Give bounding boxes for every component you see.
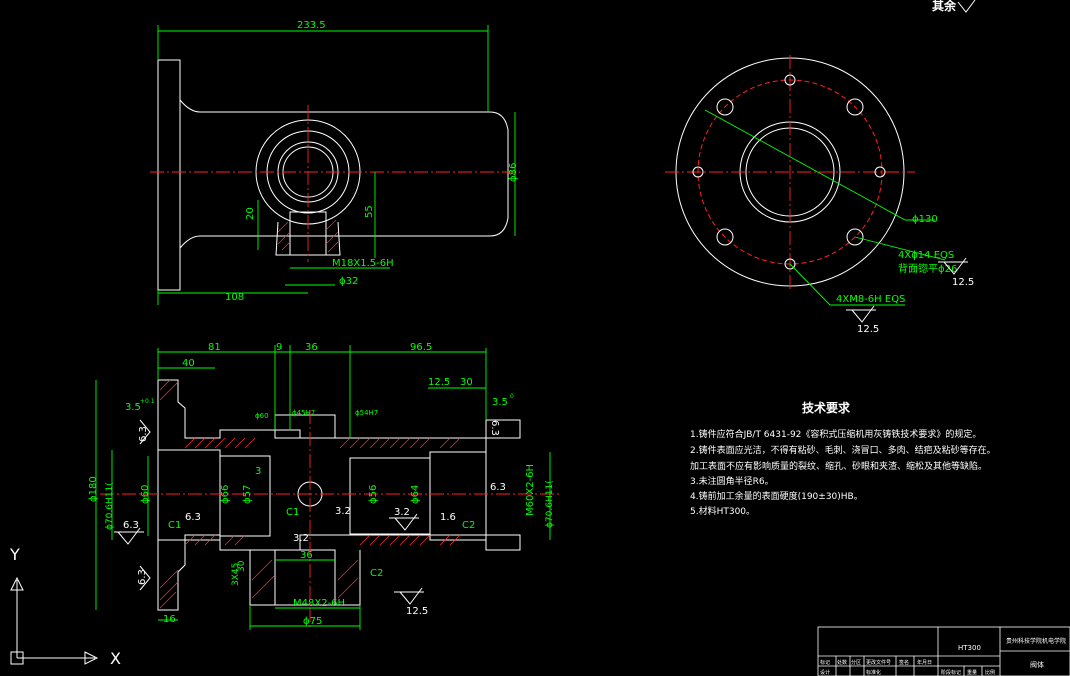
tb-material: HT300 [958, 644, 981, 652]
rough-12-5-bottom: 12.5 [406, 606, 428, 617]
dia-64: ϕ64 [410, 485, 421, 504]
tb-part: 阀体 [1030, 660, 1044, 669]
dia-60-small: ϕ60 [255, 412, 269, 420]
tb-h6: 年月日 [917, 659, 932, 666]
remainder-roughness-icon [957, 0, 976, 13]
rough-12-5-a: 12.5 [952, 277, 974, 288]
dia-66: ϕ66 [220, 485, 231, 504]
r-right: 3.5 [492, 397, 508, 408]
tb-stage: 阶段标记 [941, 669, 961, 676]
spot-face: 背面锪平ϕ26 [898, 262, 957, 275]
title-block: HT300 贵州科技学院机电学院 阀体 标记 处数 分区 更改文件号 签名 年月… [817, 626, 1070, 676]
dim-20: 20 [245, 207, 256, 220]
tb-h2: 处数 [837, 659, 847, 666]
m60-thread: M60X2-6H [525, 464, 536, 516]
tech-line-1: 1.铸件应符合JB/T 6431-92《容积式压缩机用灰铸铁技术要求》的规定。 [690, 428, 981, 440]
rough-6-3-d: 6.3 [137, 569, 148, 585]
top-view: 233.5 108 ϕ86 20 55 M18X1.5-6H ϕ32 [150, 20, 520, 305]
dia-45h7: ϕ45H7 [292, 409, 315, 417]
c1-left: C1 [168, 520, 181, 531]
tech-requirements: 技术要求 1.铸件应符合JB/T 6431-92《容积式压缩机用灰铸铁技术要求》… [690, 400, 996, 517]
rough-3-2-b: 3.2 [394, 507, 410, 518]
dim-233-5: 233.5 [297, 20, 326, 31]
rough-3-2-a: 3.2 [335, 506, 351, 517]
c1-mid: C1 [286, 507, 299, 518]
dia-180: ϕ180 [88, 476, 99, 502]
dia-75: ϕ75 [303, 616, 322, 627]
dia-56: ϕ56 [368, 485, 379, 504]
c2-right: C2 [462, 520, 475, 531]
tb-weight: 重量 [967, 669, 977, 676]
dia-70-left: ϕ70.6H11( [105, 482, 115, 530]
tech-line-6: 5.材料HT300。 [690, 505, 755, 517]
m48-thread: M48X2-6H [293, 598, 345, 609]
dim-96-5: 96.5 [410, 342, 432, 353]
tech-line-4: 3.未注圆角半径R6。 [690, 475, 774, 487]
dim-36-bottom: 36 [300, 550, 313, 561]
tb-design: 设计 [820, 669, 830, 676]
ucs-axis-icon: Y X [9, 545, 121, 668]
holes-4x14: 4Xϕ14 EQS [898, 250, 954, 261]
rough-3-2-c: 3.2 [293, 533, 309, 544]
tapped-4xm8: 4XM8-6H EQS [836, 294, 905, 305]
dim-3x45: 3X45 [231, 563, 241, 586]
axis-x-label: X [110, 649, 121, 668]
rough-6-3-f: 6.3 [489, 420, 500, 436]
dim-dia-86: ϕ86 [508, 163, 519, 182]
dia-57: ϕ57 [242, 485, 253, 504]
tol-right: 0 [510, 393, 514, 400]
rough-6-3-a: 6.3 [138, 426, 149, 442]
dia-60: ϕ60 [140, 485, 151, 504]
c2-bottom: C2 [370, 568, 383, 579]
tb-company: 贵州科技学院机电学院 [1006, 637, 1066, 645]
rough-6-3-b: 6.3 [123, 520, 139, 531]
flange-view: ϕ130 4Xϕ14 EQS 背面锪平ϕ26 12.5 4XM8-6H EQS … [665, 55, 974, 335]
rough-12-5-b: 12.5 [857, 324, 879, 335]
dim-12-5: 12.5 [428, 377, 450, 388]
dim-30-bottom: 30 [237, 560, 247, 572]
dim-pcd-130: ϕ130 [912, 214, 938, 225]
dim-16: 16 [163, 614, 176, 625]
dim-40: 40 [182, 358, 195, 369]
r-left: 3.5 [125, 402, 141, 413]
dim-36: 36 [305, 342, 318, 353]
thread-m18: M18X1.5-6H [332, 258, 394, 269]
tech-line-2: 2.铸件表面应光洁，不得有粘砂、毛刺、浇冒口、多肉、结疤及粘砂等存在。 [690, 444, 996, 456]
dim-dia-32: ϕ32 [339, 276, 358, 287]
remainder-mark: 其余 [932, 0, 957, 13]
dim-81: 81 [208, 342, 221, 353]
rough-6-3-c: 6.3 [185, 512, 201, 523]
tol-left: +0.1 [140, 398, 155, 405]
tb-h3: 分区 [851, 659, 861, 666]
dim-3: 3 [255, 466, 261, 477]
dim-108: 108 [225, 292, 244, 303]
dim-30: 30 [460, 377, 473, 388]
tb-scale: 比例 [985, 669, 995, 676]
dia-70-right: ϕ70.6H11( [545, 480, 555, 528]
axis-y-label: Y [9, 545, 20, 564]
tech-line-5: 4.铸前加工余量的表面硬度(190±30)HB。 [690, 490, 863, 502]
rough-6-3-e: 6.3 [490, 482, 506, 493]
rough-1-6: 1.6 [440, 512, 456, 523]
tb-h1: 标记 [820, 659, 830, 666]
tb-h4: 更改文件号 [866, 659, 891, 666]
tech-line-3: 加工表面不应有影响质量的裂纹、缩孔、砂眼和夹渣、缩松及其他等缺陷。 [690, 460, 987, 472]
dia-54h7: ϕ54H7 [355, 409, 378, 417]
dim-55: 55 [364, 205, 375, 218]
tb-h5: 签名 [899, 659, 909, 666]
tb-standard: 标准化 [866, 669, 881, 676]
section-view: 81 40 9 36 96.5 12.5 30 3.5 +0.1 3.5 0 ϕ… [88, 342, 560, 630]
dim-9: 9 [276, 342, 282, 353]
tech-title: 技术要求 [802, 400, 851, 415]
